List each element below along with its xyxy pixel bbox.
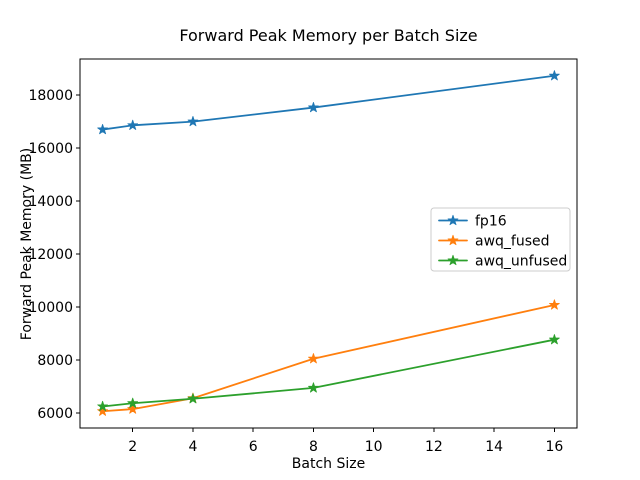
x-tick-label: 16 [545, 439, 563, 455]
y-tick-label: 16000 [28, 141, 73, 157]
y-tick-label: 14000 [28, 194, 73, 210]
x-tick-label: 4 [188, 439, 197, 455]
legend-marker-awq_unfused [447, 254, 459, 266]
data-point-marker-awq_unfused [308, 382, 319, 393]
data-point-marker-awq_fused [549, 299, 560, 310]
y-tick-label: 10000 [28, 300, 73, 316]
series-line-awq_fused [101, 304, 556, 413]
data-point-marker-fp16 [187, 116, 199, 127]
series-line-awq_unfused [101, 338, 556, 408]
legend-label-awq_unfused: awq_unfused [475, 254, 567, 270]
legend-label-fp16: fp16 [475, 214, 507, 230]
x-axis-label: Batch Size [291, 456, 366, 472]
x-tick-label: 14 [485, 439, 503, 455]
x-tick-label: 2 [128, 439, 137, 455]
y-tick-label: 6000 [37, 406, 73, 422]
data-point-marker-awq_unfused [97, 400, 108, 412]
legend-marker-fp16 [447, 214, 459, 226]
data-point-marker-fp16 [308, 101, 319, 113]
y-tick-label: 12000 [28, 247, 73, 263]
legend-marker-awq_fused [447, 234, 459, 246]
data-point-marker-fp16 [127, 119, 139, 130]
data-point-marker-awq_fused [97, 405, 108, 416]
legend-label-awq_fused: awq_fused [475, 234, 550, 250]
chart-title: Forward Peak Memory per Batch Size [179, 26, 478, 45]
axes-frame [79, 58, 578, 429]
data-point-marker-awq_fused [308, 353, 319, 364]
y-tick-label: 18000 [28, 88, 73, 104]
x-tick-label: 6 [249, 439, 258, 455]
x-tick-label: 10 [365, 439, 383, 455]
data-point-marker-fp16 [97, 123, 108, 135]
x-tick-label: 8 [309, 439, 318, 455]
data-point-marker-awq_unfused [187, 393, 199, 404]
data-point-marker-awq_unfused [127, 397, 139, 408]
data-point-marker-awq_fused [127, 403, 139, 414]
x-tick-label: 12 [425, 439, 443, 455]
y-tick-label: 8000 [37, 353, 73, 369]
data-point-marker-fp16 [549, 70, 560, 81]
y-axis-label: Forward Peak Memory (MB) [19, 147, 35, 341]
series-line-fp16 [101, 74, 556, 131]
data-point-marker-awq_unfused [549, 334, 560, 345]
legend-box [430, 207, 571, 272]
